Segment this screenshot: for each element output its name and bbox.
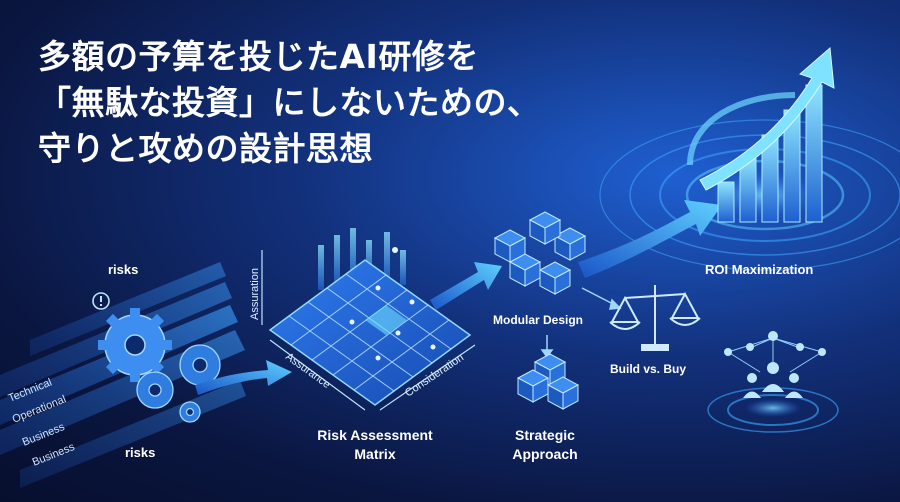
risks-label-top: risks [108, 262, 139, 277]
roi-curve [687, 92, 796, 166]
risk-matrix-label: Risk Assessment Matrix [300, 426, 450, 464]
axis-label-assuration: Assuration [249, 268, 261, 320]
gear-icon [98, 308, 172, 382]
scale-icon [609, 285, 701, 351]
title-line-1: 多額の予算を投じたAI研修を [38, 37, 479, 76]
title-line-3: 守りと攻めの設計思想 [38, 129, 373, 168]
roi-maximization-label: ROI Maximization [705, 262, 814, 277]
risk-assessment-matrix: Assuration Assurance Consideration [249, 228, 476, 411]
page-title: 多額の予算を投じたAI研修を 「無駄な投資」にしないための、 守りと攻めの設計思… [38, 34, 558, 172]
strategic-label-line-2: Approach [512, 446, 578, 462]
risk-matrix-label-line-1: Risk Assessment [317, 427, 433, 443]
modular-cubes-icon [493, 211, 587, 295]
flow-arrow-3 [578, 200, 722, 278]
strategic-approach-label: Strategic Approach [495, 426, 595, 464]
title-line-2: 「無駄な投資」にしないための、 [38, 83, 541, 122]
people-icon [724, 331, 826, 398]
build-vs-buy-label: Build vs. Buy [610, 362, 687, 376]
roi-growth-arrow [699, 46, 835, 191]
network-rings [707, 387, 839, 433]
warning-icon [92, 292, 110, 310]
risk-matrix-label-line-2: Matrix [354, 446, 396, 462]
risks-label-bottom: risks [125, 445, 156, 460]
connector-to-scale [581, 287, 622, 310]
flow-arrow-1 [195, 360, 292, 395]
flow-arrow-2 [430, 262, 502, 310]
modular-design-label: Modular Design [493, 313, 584, 327]
flow-arrow-down [540, 335, 554, 359]
matrix-bars [318, 228, 406, 290]
strategic-label-line-1: Strategic [515, 427, 575, 443]
strategic-cubes-icon [516, 353, 580, 410]
